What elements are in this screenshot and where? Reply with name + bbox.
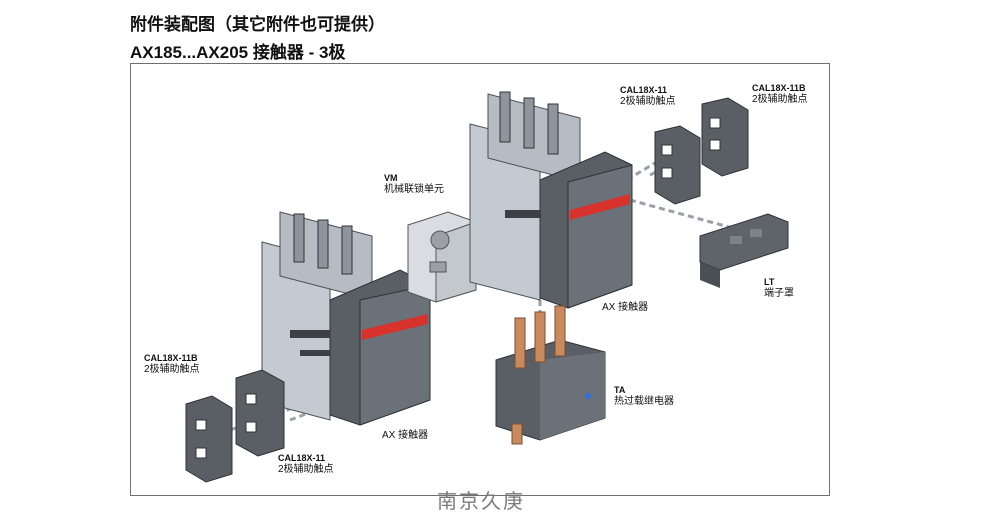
label-cal18x-11-bottom: CAL18X-11 2极辅助触点 bbox=[278, 453, 334, 475]
cal18x-11-bottom bbox=[235, 369, 285, 457]
ta-overload-relay bbox=[495, 305, 606, 445]
label-ta: TA 热过载继电器 bbox=[614, 385, 674, 407]
label-ax-left: AX 接触器 bbox=[382, 430, 429, 441]
label-lt: LT 端子罩 bbox=[764, 277, 794, 299]
watermark: 南京久庚 bbox=[437, 489, 525, 513]
page-subtitle: AX185...AX205 接触器 - 3极 bbox=[130, 43, 346, 62]
diagram-frame bbox=[130, 63, 830, 496]
label-vm: VM 机械联锁单元 bbox=[384, 173, 444, 195]
vm-interlock-unit bbox=[407, 211, 477, 303]
cal18x-11b-top bbox=[701, 97, 749, 177]
lt-terminal-cover bbox=[699, 213, 789, 288]
cal18x-11-top bbox=[654, 125, 701, 205]
label-cal18x-11b-left: CAL18X-11B 2极辅助触点 bbox=[144, 353, 200, 375]
label-cal18x-11b-top: CAL18X-11B 2极辅助触点 bbox=[752, 83, 808, 105]
ax-contactor-left bbox=[261, 211, 431, 426]
ax-contactor-right bbox=[469, 91, 633, 309]
cal18x-11b-left bbox=[185, 395, 233, 483]
label-cal18x-11-top: CAL18X-11 2极辅助触点 bbox=[620, 85, 676, 107]
page-title: 附件装配图（其它附件也可提供） bbox=[130, 15, 385, 34]
label-ax-right: AX 接触器 bbox=[602, 302, 649, 313]
